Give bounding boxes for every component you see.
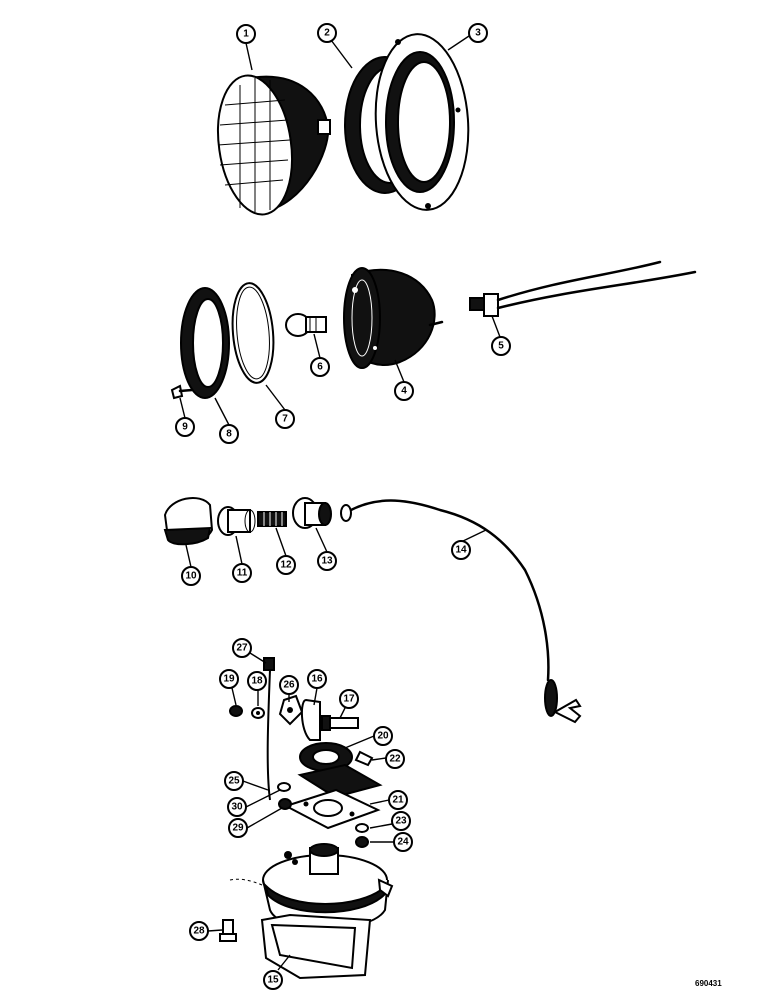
callout-20: 20 <box>373 726 393 746</box>
callout-21: 21 <box>388 790 408 810</box>
lens-screw <box>170 384 194 400</box>
callout-22-label: 22 <box>389 754 401 765</box>
callout-13-label: 13 <box>321 556 333 567</box>
callout-25: 25 <box>224 771 244 791</box>
callout-26: 26 <box>279 675 299 695</box>
indicator-hood <box>163 497 214 546</box>
callout-17: 17 <box>339 689 359 709</box>
callout-2-label: 2 <box>324 28 330 39</box>
callout-11-label: 11 <box>237 568 248 579</box>
callout-14: 14 <box>451 540 471 560</box>
callout-25-label: 25 <box>228 776 240 787</box>
callout-10-label: 10 <box>185 571 197 582</box>
callout-16: 16 <box>307 669 327 689</box>
callout-11: 11 <box>232 563 252 583</box>
lamp-bulb <box>285 313 327 337</box>
clamp-plates <box>283 750 383 830</box>
callout-13: 13 <box>317 551 337 571</box>
callout-9-label: 9 <box>182 422 188 433</box>
mounting-flange <box>374 33 470 211</box>
callout-24: 24 <box>393 832 413 852</box>
mounting-bracket <box>300 698 359 741</box>
indicator-lamp-assembly <box>163 497 582 724</box>
lens-rim <box>180 287 230 399</box>
callout-12-label: 12 <box>280 560 292 571</box>
callout-5-label: 5 <box>498 341 504 352</box>
callout-26-label: 26 <box>283 680 295 691</box>
washers <box>277 782 369 848</box>
headlamp-assembly <box>217 33 470 216</box>
callout-19-label: 19 <box>223 674 235 685</box>
horn-assembly <box>219 657 394 980</box>
callout-19: 19 <box>219 669 239 689</box>
callout-28: 28 <box>189 921 209 941</box>
callout-21-label: 21 <box>392 795 404 806</box>
flood-lamp-assembly <box>170 260 697 400</box>
callout-4: 4 <box>394 381 414 401</box>
small-hardware <box>229 657 304 801</box>
callout-3: 3 <box>468 23 488 43</box>
indicator-receptacle <box>292 497 332 529</box>
callout-29-label: 29 <box>232 823 244 834</box>
callout-6-label: 6 <box>317 362 323 373</box>
callout-8: 8 <box>219 424 239 444</box>
horn-bolt <box>219 919 237 942</box>
indicator-spring <box>257 511 287 527</box>
wire-connector <box>469 260 697 317</box>
callout-5: 5 <box>491 336 511 356</box>
callout-3-label: 3 <box>475 28 481 39</box>
callout-30: 30 <box>227 797 247 817</box>
callout-27: 27 <box>232 638 252 658</box>
callout-27-label: 27 <box>236 643 248 654</box>
gasket-ring <box>231 282 275 384</box>
callout-29: 29 <box>228 818 248 838</box>
callout-15: 15 <box>263 970 283 990</box>
callout-10: 10 <box>181 566 201 586</box>
horn-body <box>260 843 394 980</box>
callout-28-label: 28 <box>193 926 205 937</box>
callout-1-label: 1 <box>243 29 249 40</box>
callout-2: 2 <box>317 23 337 43</box>
sealed-beam-lamp <box>217 74 331 216</box>
callout-7-label: 7 <box>282 414 288 425</box>
callout-15-label: 15 <box>267 975 279 986</box>
callout-17-label: 17 <box>343 694 355 705</box>
mounting-nut <box>299 742 353 772</box>
callout-16-label: 16 <box>311 674 323 685</box>
callout-8-label: 8 <box>226 429 232 440</box>
callout-4-label: 4 <box>401 386 407 397</box>
indicator-socket <box>217 506 256 536</box>
callout-20-label: 20 <box>377 731 389 742</box>
callout-24-label: 24 <box>397 837 409 848</box>
callout-7: 7 <box>275 409 295 429</box>
leader-lines <box>179 35 501 971</box>
callout-23-label: 23 <box>395 816 407 827</box>
callout-23: 23 <box>391 811 411 831</box>
callout-18: 18 <box>247 671 267 691</box>
callout-14-label: 14 <box>455 545 467 556</box>
callout-1: 1 <box>236 24 256 44</box>
callout-6: 6 <box>310 357 330 377</box>
callout-30-label: 30 <box>231 802 243 813</box>
lead-wire <box>340 499 582 724</box>
drawing-code: 690431 <box>695 979 722 988</box>
callout-22: 22 <box>385 749 405 769</box>
callout-12: 12 <box>276 555 296 575</box>
lamp-housing <box>343 267 444 369</box>
callout-18-label: 18 <box>251 676 263 687</box>
callout-9: 9 <box>175 417 195 437</box>
